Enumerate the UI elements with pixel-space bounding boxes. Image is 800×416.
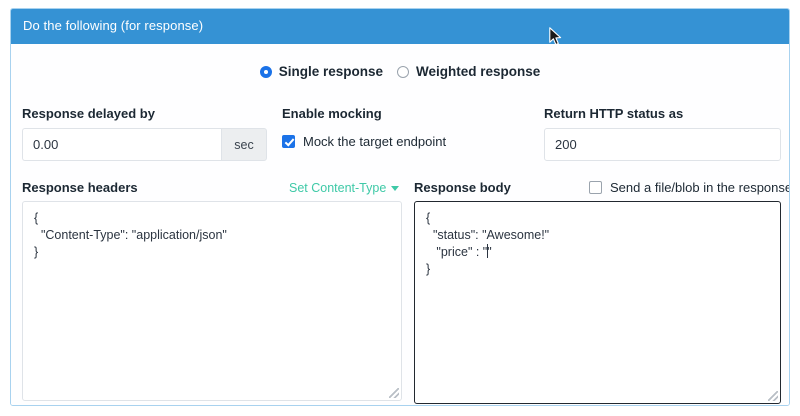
radio-weighted-response[interactable]: Weighted response — [397, 64, 540, 79]
send-file-checkbox[interactable] — [589, 181, 602, 194]
radio-single-response[interactable]: Single response — [259, 64, 383, 79]
response-body-label: Response body — [414, 180, 511, 195]
enable-mocking-label: Enable mocking — [282, 106, 382, 121]
panel-title: Do the following (for response) — [23, 18, 204, 33]
chevron-down-icon — [391, 185, 400, 191]
response-headers-textarea[interactable]: { "Content-Type": "application/json" } — [22, 201, 402, 401]
radio-weighted-response-icon[interactable] — [397, 65, 409, 78]
response-delay-unit: sec — [221, 128, 267, 161]
set-content-type-label: Set Content-Type — [289, 181, 387, 195]
response-body-textarea[interactable]: { "status": "Awesome!" "price" : "" } — [414, 201, 781, 404]
response-headers-text: { "Content-Type": "application/json" } — [34, 211, 227, 259]
http-status-label: Return HTTP status as — [544, 106, 684, 121]
response-delay-input[interactable] — [22, 128, 221, 161]
response-delay-group: sec — [22, 128, 267, 161]
resize-handle-headers[interactable] — [389, 388, 399, 398]
response-body-line-4: } — [426, 262, 431, 276]
radio-weighted-response-label: Weighted response — [416, 64, 541, 79]
response-body-line-3-after: " — [487, 245, 492, 259]
mock-target-endpoint-checkbox[interactable] — [282, 135, 295, 148]
send-file-label: Send a file/blob in the response — [610, 180, 790, 195]
mock-target-endpoint-checkbox-row[interactable]: Mock the target endpoint — [282, 134, 446, 149]
send-file-checkbox-row[interactable]: Send a file/blob in the response — [589, 180, 790, 195]
resize-handle-body[interactable] — [768, 391, 778, 401]
response-mode-radio-group: Single response Weighted response — [11, 64, 789, 79]
panel-header: Do the following (for response) — [11, 9, 789, 44]
response-body-line-3-before: "price" : " — [426, 245, 488, 259]
http-status-input[interactable] — [544, 128, 781, 161]
response-settings-panel: Do the following (for response) Single r… — [10, 8, 790, 406]
radio-single-response-label: Single response — [278, 64, 383, 79]
response-delay-label: Response delayed by — [22, 106, 155, 121]
response-body-line-2: "status": "Awesome!" — [426, 228, 550, 242]
set-content-type-dropdown[interactable]: Set Content-Type — [289, 181, 400, 195]
radio-single-response-icon[interactable] — [259, 65, 272, 78]
response-body-line-1: { — [426, 211, 431, 225]
mock-target-endpoint-label: Mock the target endpoint — [303, 134, 447, 149]
panel-body: Single response Weighted response Respon… — [11, 44, 789, 405]
response-headers-label: Response headers — [22, 180, 138, 195]
response-body-text: { "status": "Awesome!" "price" : "" } — [426, 210, 549, 278]
text-caret — [486, 244, 488, 258]
